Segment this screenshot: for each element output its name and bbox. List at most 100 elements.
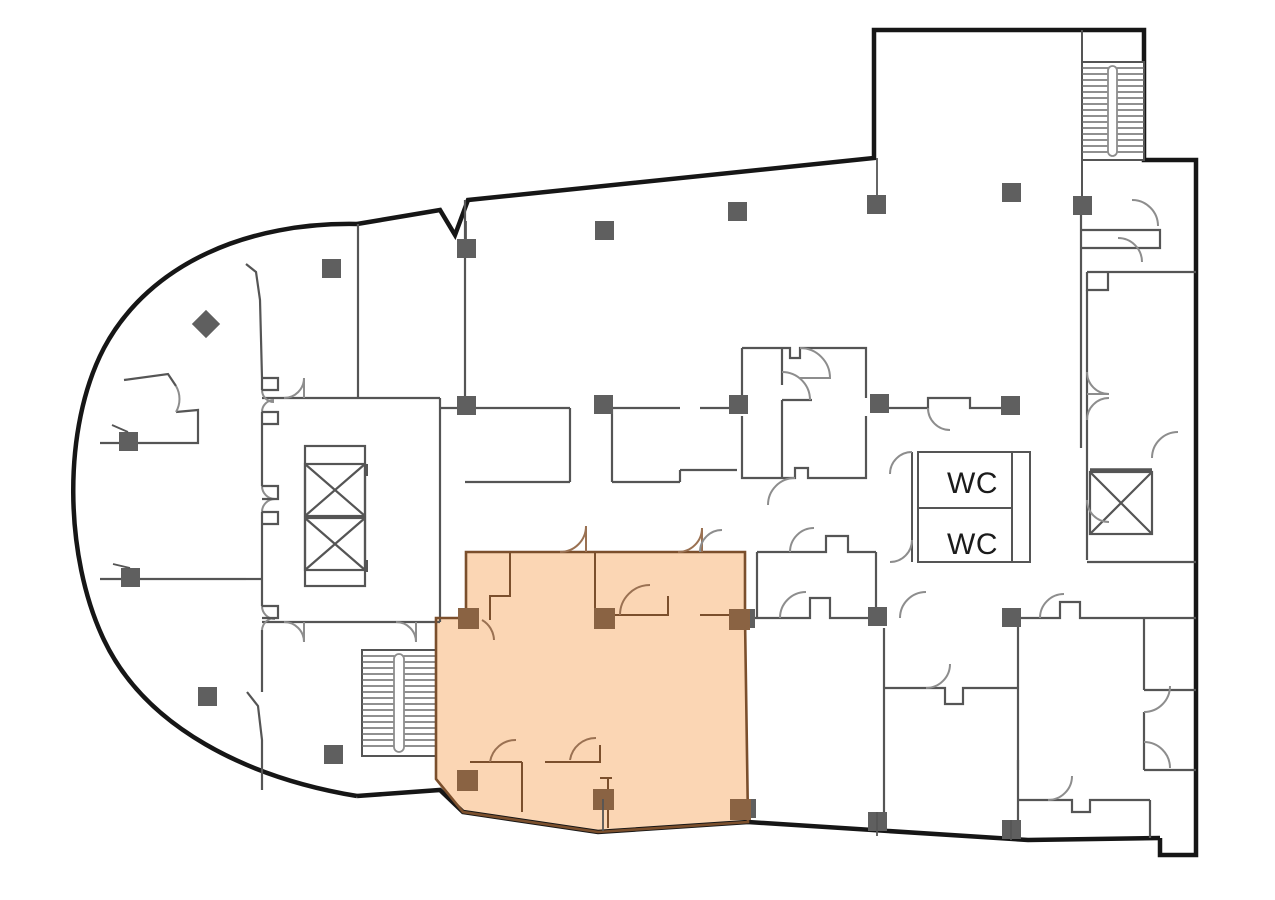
office-door-swing-2	[799, 347, 832, 379]
elevator-core-outline	[262, 376, 280, 620]
wall-lower-h-552	[757, 534, 876, 554]
column-gray	[729, 395, 748, 414]
interior-walls-upper-middle	[440, 200, 737, 484]
highlighted-unit-notch-fill	[436, 552, 466, 618]
elevator-shaft-2-cross	[304, 517, 366, 571]
unit-door-swing-3	[559, 525, 587, 553]
column-gray	[867, 195, 886, 214]
wall-lower-h-705	[884, 686, 1018, 706]
door-swing-core-4	[261, 498, 276, 513]
door-swing-lower-8	[789, 527, 815, 553]
wall-apse-radial-6	[246, 691, 264, 790]
column-gray	[322, 259, 341, 278]
stair-center-left-handrail	[393, 653, 405, 753]
door-swing-lower-6	[1143, 741, 1171, 769]
core-left-profile	[262, 376, 280, 620]
door-swing-lower-2	[899, 591, 927, 619]
door-swing-lower-3	[925, 663, 951, 689]
column-gray	[594, 395, 613, 414]
column-gray	[198, 687, 217, 706]
wc-label-lower: WC	[947, 528, 998, 561]
wc-door-swing-upper	[889, 451, 913, 475]
column-gray	[728, 202, 747, 221]
highlighted-unit[interactable]	[436, 552, 748, 832]
door-swings-left	[175, 377, 417, 643]
unit-door-swing-5	[489, 738, 517, 763]
door-swing-apse-1	[175, 385, 181, 413]
door-swing-lower-7	[1047, 775, 1073, 801]
niche-2	[1086, 397, 1110, 421]
unit-partition-bot-h	[470, 745, 601, 763]
column-gray	[121, 568, 140, 587]
elevator-shaft-2	[303, 516, 367, 572]
column-gray	[595, 221, 614, 240]
column-stems	[111, 158, 1083, 840]
door-swing-lower-1	[779, 591, 807, 619]
column-gray	[1002, 608, 1021, 627]
central-office-doors	[767, 347, 832, 506]
highlighted-unit-door-swings	[481, 525, 703, 763]
wall-apse-radial-3	[136, 408, 200, 445]
elevator-right	[1088, 468, 1154, 536]
niche-3	[1086, 499, 1110, 523]
exterior-wall-north	[356, 27, 1199, 858]
office-door-swing-3	[767, 477, 796, 506]
column-gray	[868, 607, 887, 626]
column-brown	[730, 799, 751, 820]
stem-4	[111, 424, 129, 433]
door-swing-core-1	[261, 389, 275, 403]
column-gray	[119, 432, 138, 451]
wall-lower-corridor	[1018, 600, 1104, 620]
column-gray	[324, 745, 343, 764]
column-brown	[729, 609, 750, 630]
columns-gray-group	[119, 183, 1092, 839]
exterior-wall-apse	[71, 221, 358, 799]
door-swing-lower-9	[699, 529, 723, 553]
wc-label-upper: WC	[947, 467, 998, 500]
stair-center-left	[361, 649, 437, 757]
column-gray-diamond	[191, 309, 221, 339]
column-brown	[458, 608, 479, 629]
interior-walls-left	[100, 224, 442, 790]
wall-apse-radial-2	[123, 372, 177, 387]
door-swing-core-top	[283, 377, 305, 399]
unit-door-swing-2	[619, 584, 651, 616]
door-swing-lower-4	[1039, 593, 1065, 619]
column-gray	[1002, 183, 1021, 202]
central-office-block	[740, 346, 868, 480]
interior-walls-lower	[755, 534, 1196, 838]
office-door-swing-1	[781, 371, 811, 401]
door-swing-right-3	[927, 407, 951, 431]
elevator-shaft-1	[303, 462, 367, 518]
elevator-core-left	[303, 444, 368, 588]
door-swing-lower-5	[1143, 685, 1171, 713]
wc-door-swing-lower	[889, 539, 913, 563]
highlighted-unit-fill	[436, 552, 748, 832]
unit-door-swing-1	[481, 619, 495, 641]
wall-apse-radial-1	[245, 263, 264, 379]
right-upper-door-swings	[927, 199, 1159, 431]
wc-block: WC WC	[889, 451, 1031, 563]
interior-walls-right-upper	[878, 200, 1196, 564]
wall-right-h-408	[878, 396, 1009, 410]
elevator-shaft-1-cross	[304, 463, 366, 517]
elevator-right-cross	[1089, 471, 1153, 535]
unit-partition-h-615	[615, 596, 669, 616]
unit-door-swing-4	[677, 527, 703, 553]
lower-door-swings	[699, 527, 1171, 801]
unit-partition-v-510	[489, 552, 511, 620]
highlighted-unit-partitions	[470, 552, 745, 828]
unit-outline	[434, 550, 750, 834]
stair-top-right-handrail	[1107, 65, 1118, 157]
highlighted-unit-walls	[434, 550, 750, 834]
door-swing-core-3	[261, 485, 276, 500]
column-gray	[1073, 196, 1092, 215]
stem-5	[112, 563, 131, 569]
door-swing-right-2	[1117, 237, 1143, 263]
column-brown	[594, 608, 615, 629]
column-gray	[457, 396, 476, 415]
column-gray	[870, 394, 889, 413]
wall-right-top-box	[1081, 228, 1162, 250]
